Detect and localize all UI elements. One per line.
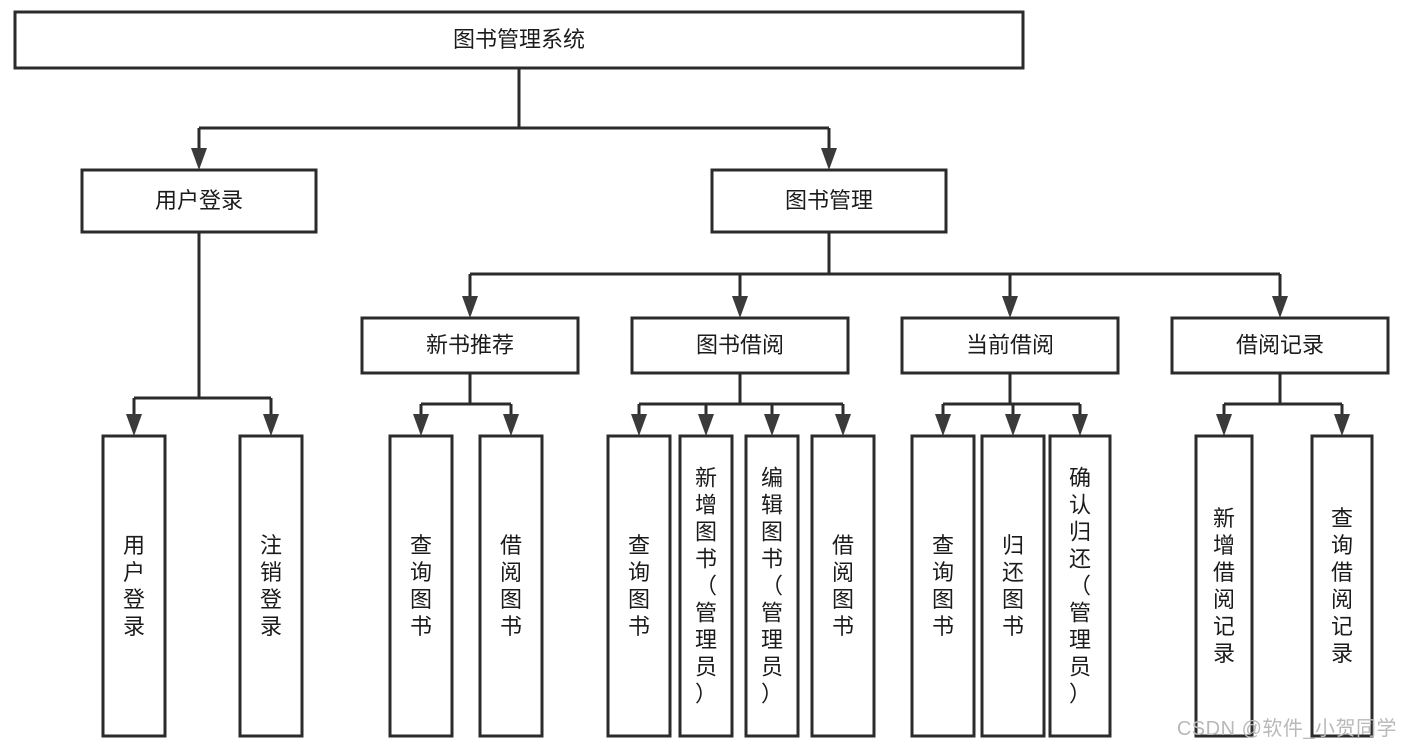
node-box[interactable]: [1194, 434, 1254, 738]
node-label: 新书推荐: [426, 332, 514, 357]
node-leaf-user-logout[interactable]: 注销登录: [238, 434, 304, 738]
node-leaf-rec-add[interactable]: 新增借阅记录: [1194, 434, 1254, 738]
node-leaf-new-query[interactable]: 查询图书: [388, 434, 454, 738]
node-label: 确认归还（管理员）: [1069, 466, 1091, 707]
watermark: CSDN @软件_小贺同学: [1176, 718, 1397, 740]
node-label: 注销登录: [260, 533, 282, 639]
node-box[interactable]: [478, 434, 544, 738]
node-label: 查询图书: [932, 533, 954, 639]
arrow-head-icon: [835, 414, 851, 436]
node-box[interactable]: [980, 434, 1046, 738]
node-box[interactable]: [13, 10, 1025, 70]
node-box[interactable]: [360, 316, 580, 375]
edge-group-l2_new: [413, 373, 519, 436]
edge-group-l1_book: [462, 232, 1288, 318]
node-label: 借阅记录: [1236, 332, 1324, 357]
node-leaf-rec-query[interactable]: 查询借阅记录: [1310, 434, 1374, 738]
arrow-head-icon: [462, 296, 478, 318]
arrow-head-icon: [764, 414, 780, 436]
node-box[interactable]: [80, 168, 318, 234]
arrow-head-icon: [1005, 414, 1021, 436]
arrow-head-icon: [1272, 296, 1288, 318]
node-leaf-bo-edit[interactable]: 编辑图书（管理员）: [744, 434, 800, 738]
node-label: 借阅图书: [832, 533, 854, 639]
node-box[interactable]: [900, 316, 1120, 375]
nodes-layer: 图书管理系统用户登录图书管理新书推荐图书借阅当前借阅借阅记录用户登录注销登录查询…: [13, 10, 1390, 738]
arrow-head-icon: [935, 414, 951, 436]
node-leaf-cur-confirm[interactable]: 确认归还（管理员）: [1048, 434, 1112, 738]
node-box[interactable]: [101, 434, 167, 738]
node-leaf-cur-query[interactable]: 查询图书: [910, 434, 976, 738]
arrow-head-icon: [126, 414, 142, 436]
arrow-head-icon: [732, 296, 748, 318]
node-box[interactable]: [710, 168, 948, 234]
arrow-head-icon: [1002, 296, 1018, 318]
arrow-head-icon: [503, 414, 519, 436]
arrow-head-icon: [263, 414, 279, 436]
node-label: 图书借阅: [696, 332, 784, 357]
node-label: 查询图书: [628, 533, 650, 639]
edge-group-l2_current: [935, 373, 1088, 436]
node-box[interactable]: [1310, 434, 1374, 738]
node-box[interactable]: [630, 316, 850, 375]
node-label: 借阅图书: [500, 533, 522, 639]
node-leaf-user-login[interactable]: 用户登录: [101, 434, 167, 738]
node-box[interactable]: [744, 434, 800, 738]
edge-group-root: [191, 68, 837, 170]
node-box[interactable]: [1170, 316, 1390, 375]
node-root[interactable]: 图书管理系统: [13, 10, 1025, 70]
node-l2-new[interactable]: 新书推荐: [360, 316, 580, 375]
node-leaf-new-borrow[interactable]: 借阅图书: [478, 434, 544, 738]
arrow-head-icon: [1072, 414, 1088, 436]
node-box[interactable]: [606, 434, 672, 738]
node-leaf-cur-return[interactable]: 归还图书: [980, 434, 1046, 738]
node-box[interactable]: [910, 434, 976, 738]
node-label: 编辑图书（管理员）: [761, 466, 783, 707]
arrow-head-icon: [631, 414, 647, 436]
arrow-head-icon: [413, 414, 429, 436]
node-label: 归还图书: [1002, 533, 1024, 639]
node-label: 图书管理系统: [453, 27, 585, 52]
arrow-head-icon: [698, 414, 714, 436]
node-box[interactable]: [238, 434, 304, 738]
node-leaf-bo-query[interactable]: 查询图书: [606, 434, 672, 738]
node-label: 图书管理: [785, 188, 873, 213]
node-box[interactable]: [810, 434, 876, 738]
node-label: 当前借阅: [966, 332, 1054, 357]
node-label: 用户登录: [123, 533, 145, 639]
edge-group-l1_user: [126, 232, 279, 436]
node-l1-user[interactable]: 用户登录: [80, 168, 318, 234]
node-box[interactable]: [678, 434, 734, 738]
node-label: 查询图书: [410, 533, 432, 639]
arrow-head-icon: [1216, 414, 1232, 436]
node-label: 新增图书（管理员）: [695, 466, 717, 707]
node-l1-book[interactable]: 图书管理: [710, 168, 948, 234]
arrow-head-icon: [821, 148, 837, 170]
node-box[interactable]: [1048, 434, 1112, 738]
arrow-head-icon: [191, 148, 207, 170]
node-label: 查询借阅记录: [1331, 506, 1353, 666]
node-l2-record[interactable]: 借阅记录: [1170, 316, 1390, 375]
edges-layer: [126, 68, 1350, 436]
edge-group-l2_borrow: [631, 373, 851, 436]
node-l2-current[interactable]: 当前借阅: [900, 316, 1120, 375]
node-label: 新增借阅记录: [1213, 506, 1235, 666]
arrow-head-icon: [1334, 414, 1350, 436]
node-l2-borrow[interactable]: 图书借阅: [630, 316, 850, 375]
edge-group-l2_record: [1216, 373, 1350, 436]
node-leaf-bo-borrow[interactable]: 借阅图书: [810, 434, 876, 738]
node-label: 用户登录: [155, 188, 243, 213]
node-box[interactable]: [388, 434, 454, 738]
node-leaf-bo-add[interactable]: 新增图书（管理员）: [678, 434, 734, 738]
